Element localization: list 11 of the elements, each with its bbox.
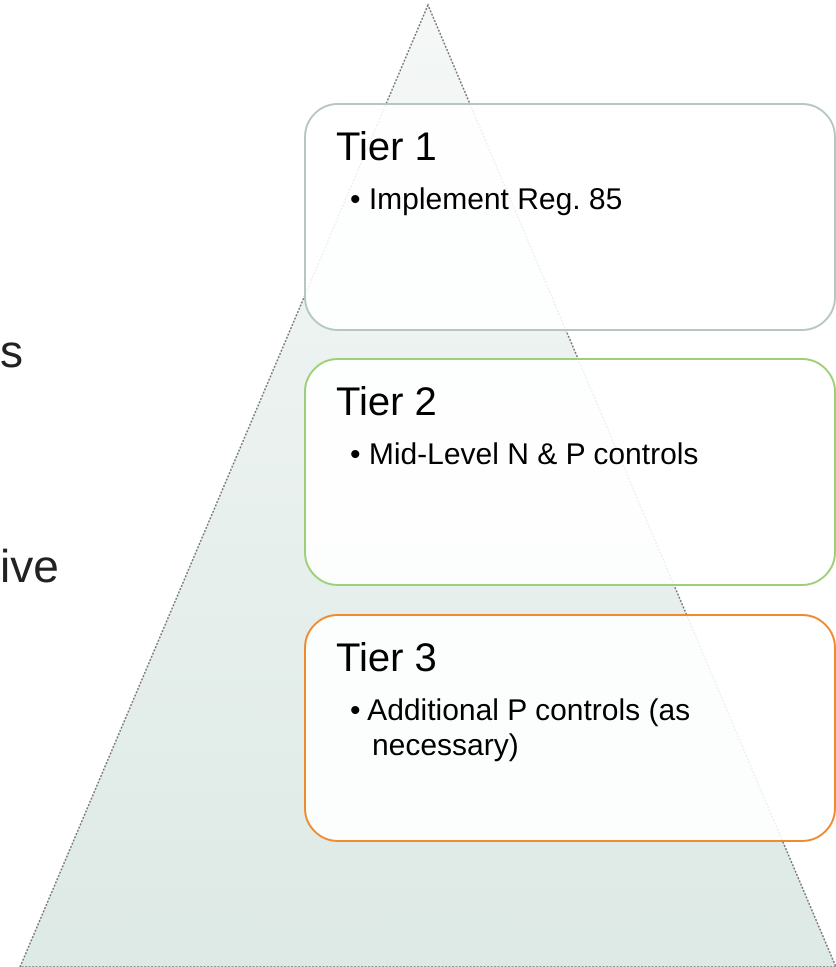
bullet-text: • Implement Reg. 85: [350, 183, 624, 218]
tier-heading: Tier 1: [336, 125, 437, 169]
partial-text: ive: [0, 543, 59, 589]
tier-box: [304, 614, 836, 842]
bullet-text: • Mid-Level N & P controls: [350, 438, 700, 472]
tier-box: [304, 103, 836, 331]
tier-heading: Tier 2: [336, 380, 437, 424]
tier-heading: Tier 3: [336, 636, 437, 680]
partial-text: s: [0, 328, 23, 374]
bullet-text: • Additional P controls (as necessary): [350, 694, 692, 763]
tier-box: [304, 358, 836, 586]
